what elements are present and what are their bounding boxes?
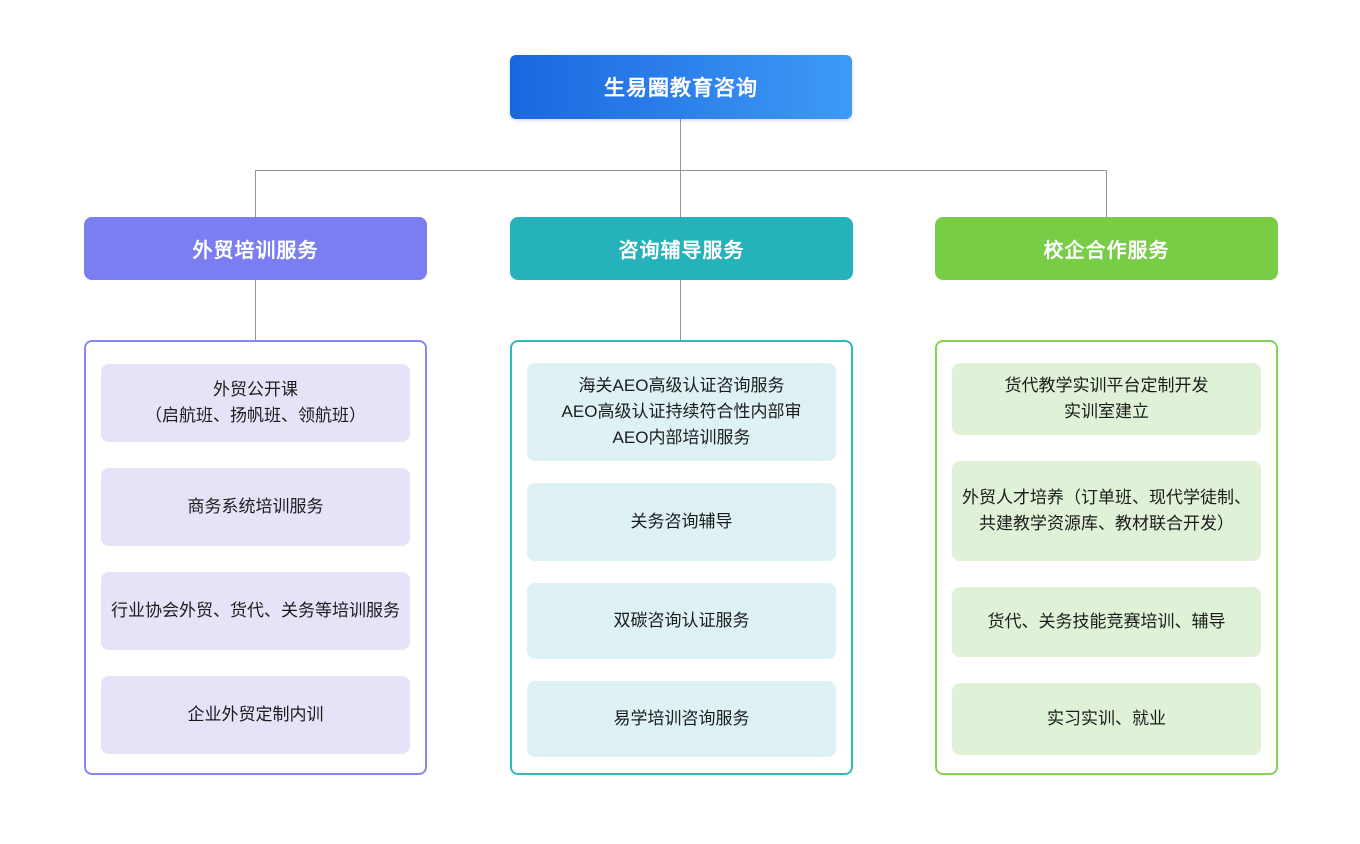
branch-header-school-enterprise: 校企合作服务 [935,217,1278,280]
branch-box-school-enterprise: 货代教学实训平台定制开发 实训室建立 外贸人才培养（订单班、现代学徒制、共建教学… [935,340,1278,775]
service-item: 外贸公开课 （启航班、扬帆班、领航班） [101,364,410,442]
branch-box-consulting-coaching: 海关AEO高级认证咨询服务 AEO高级认证持续符合性内部审 AEO内部培训服务 … [510,340,853,775]
service-item: 海关AEO高级认证咨询服务 AEO高级认证持续符合性内部审 AEO内部培训服务 [527,363,836,461]
service-item: 货代教学实训平台定制开发 实训室建立 [952,363,1261,435]
service-item: 实习实训、就业 [952,683,1261,755]
connector-root-down [680,119,681,171]
service-item: 企业外贸定制内训 [101,676,410,754]
connector-drop-branch3 [1106,170,1107,217]
connector-branch2-box [680,280,681,340]
service-item: 易学培训咨询服务 [527,681,836,757]
branch-header-consulting-coaching: 咨询辅导服务 [510,217,853,280]
branch-box-foreign-trade-training: 外贸公开课 （启航班、扬帆班、领航班） 商务系统培训服务 行业协会外贸、货代、关… [84,340,427,775]
service-item: 外贸人才培养（订单班、现代学徒制、共建教学资源库、教材联合开发） [952,461,1261,561]
service-item: 双碳咨询认证服务 [527,583,836,659]
connector-horizontal [255,170,1107,171]
connector-branch1-box [255,280,256,340]
connector-drop-branch1 [255,170,256,217]
service-item: 关务咨询辅导 [527,483,836,561]
service-item: 行业协会外贸、货代、关务等培训服务 [101,572,410,650]
service-item: 货代、关务技能竞赛培训、辅导 [952,587,1261,657]
service-item: 商务系统培训服务 [101,468,410,546]
branch-header-foreign-trade-training: 外贸培训服务 [84,217,427,280]
root-node: 生易圈教育咨询 [510,55,852,119]
connector-drop-branch2 [680,170,681,217]
